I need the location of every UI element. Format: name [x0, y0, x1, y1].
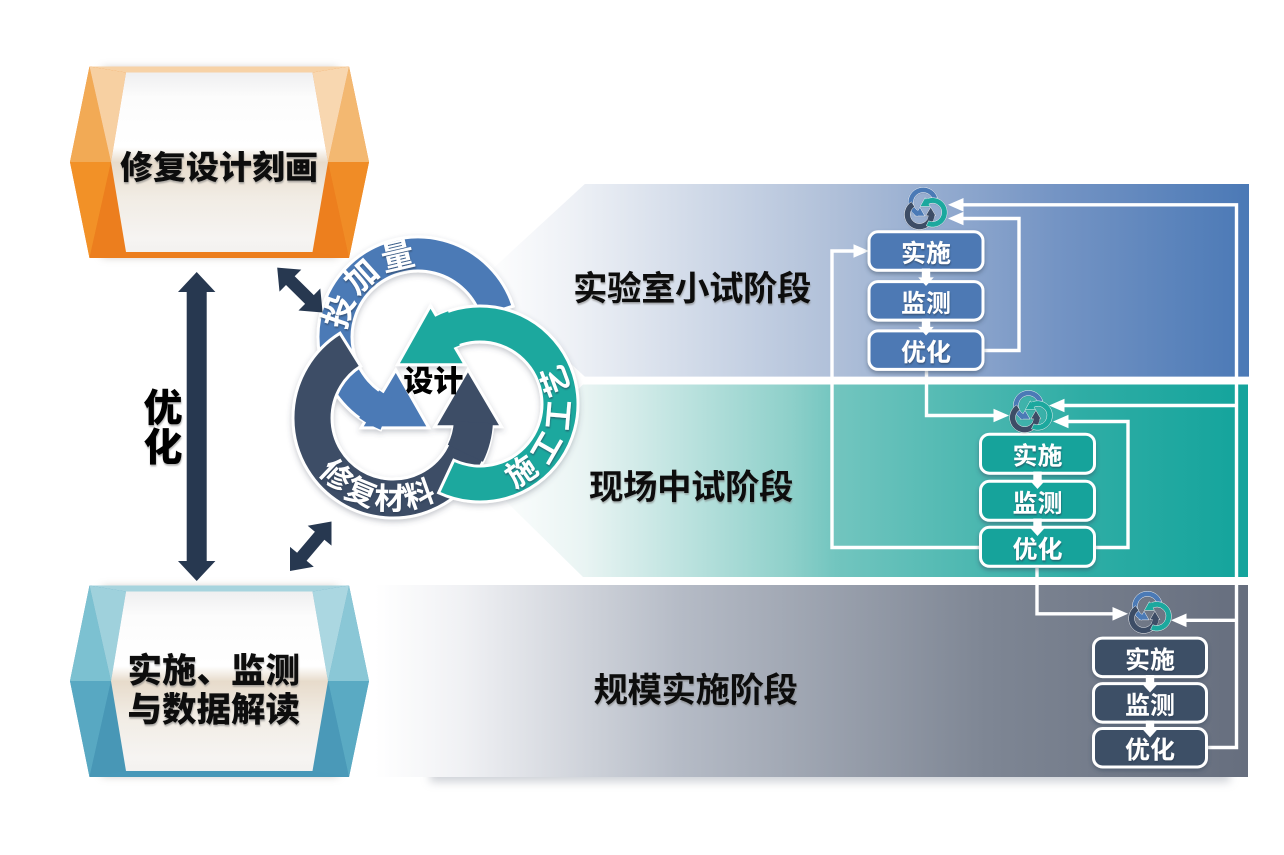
svg-text:优: 优 [143, 378, 182, 434]
svg-text:实施: 实施 [1012, 437, 1062, 473]
svg-text:实施: 实施 [901, 234, 951, 270]
svg-text:设计: 设计 [403, 357, 463, 401]
svg-text:实施: 实施 [1125, 640, 1175, 676]
svg-text:监测: 监测 [1012, 484, 1062, 520]
svg-text:与数据解读: 与数据解读 [128, 682, 301, 732]
svg-text:实施、监测: 实施、监测 [128, 643, 301, 693]
svg-text:监测: 监测 [901, 284, 951, 320]
svg-text:现场中试阶段: 现场中试阶段 [589, 459, 793, 509]
svg-text:化: 化 [143, 417, 182, 473]
svg-text:实验室小试阶段: 实验室小试阶段 [573, 261, 811, 311]
svg-text:优化: 优化 [901, 333, 951, 369]
svg-text:规模实施阶段: 规模实施阶段 [594, 662, 798, 712]
svg-text:修复设计刻画: 修复设计刻画 [120, 141, 318, 189]
